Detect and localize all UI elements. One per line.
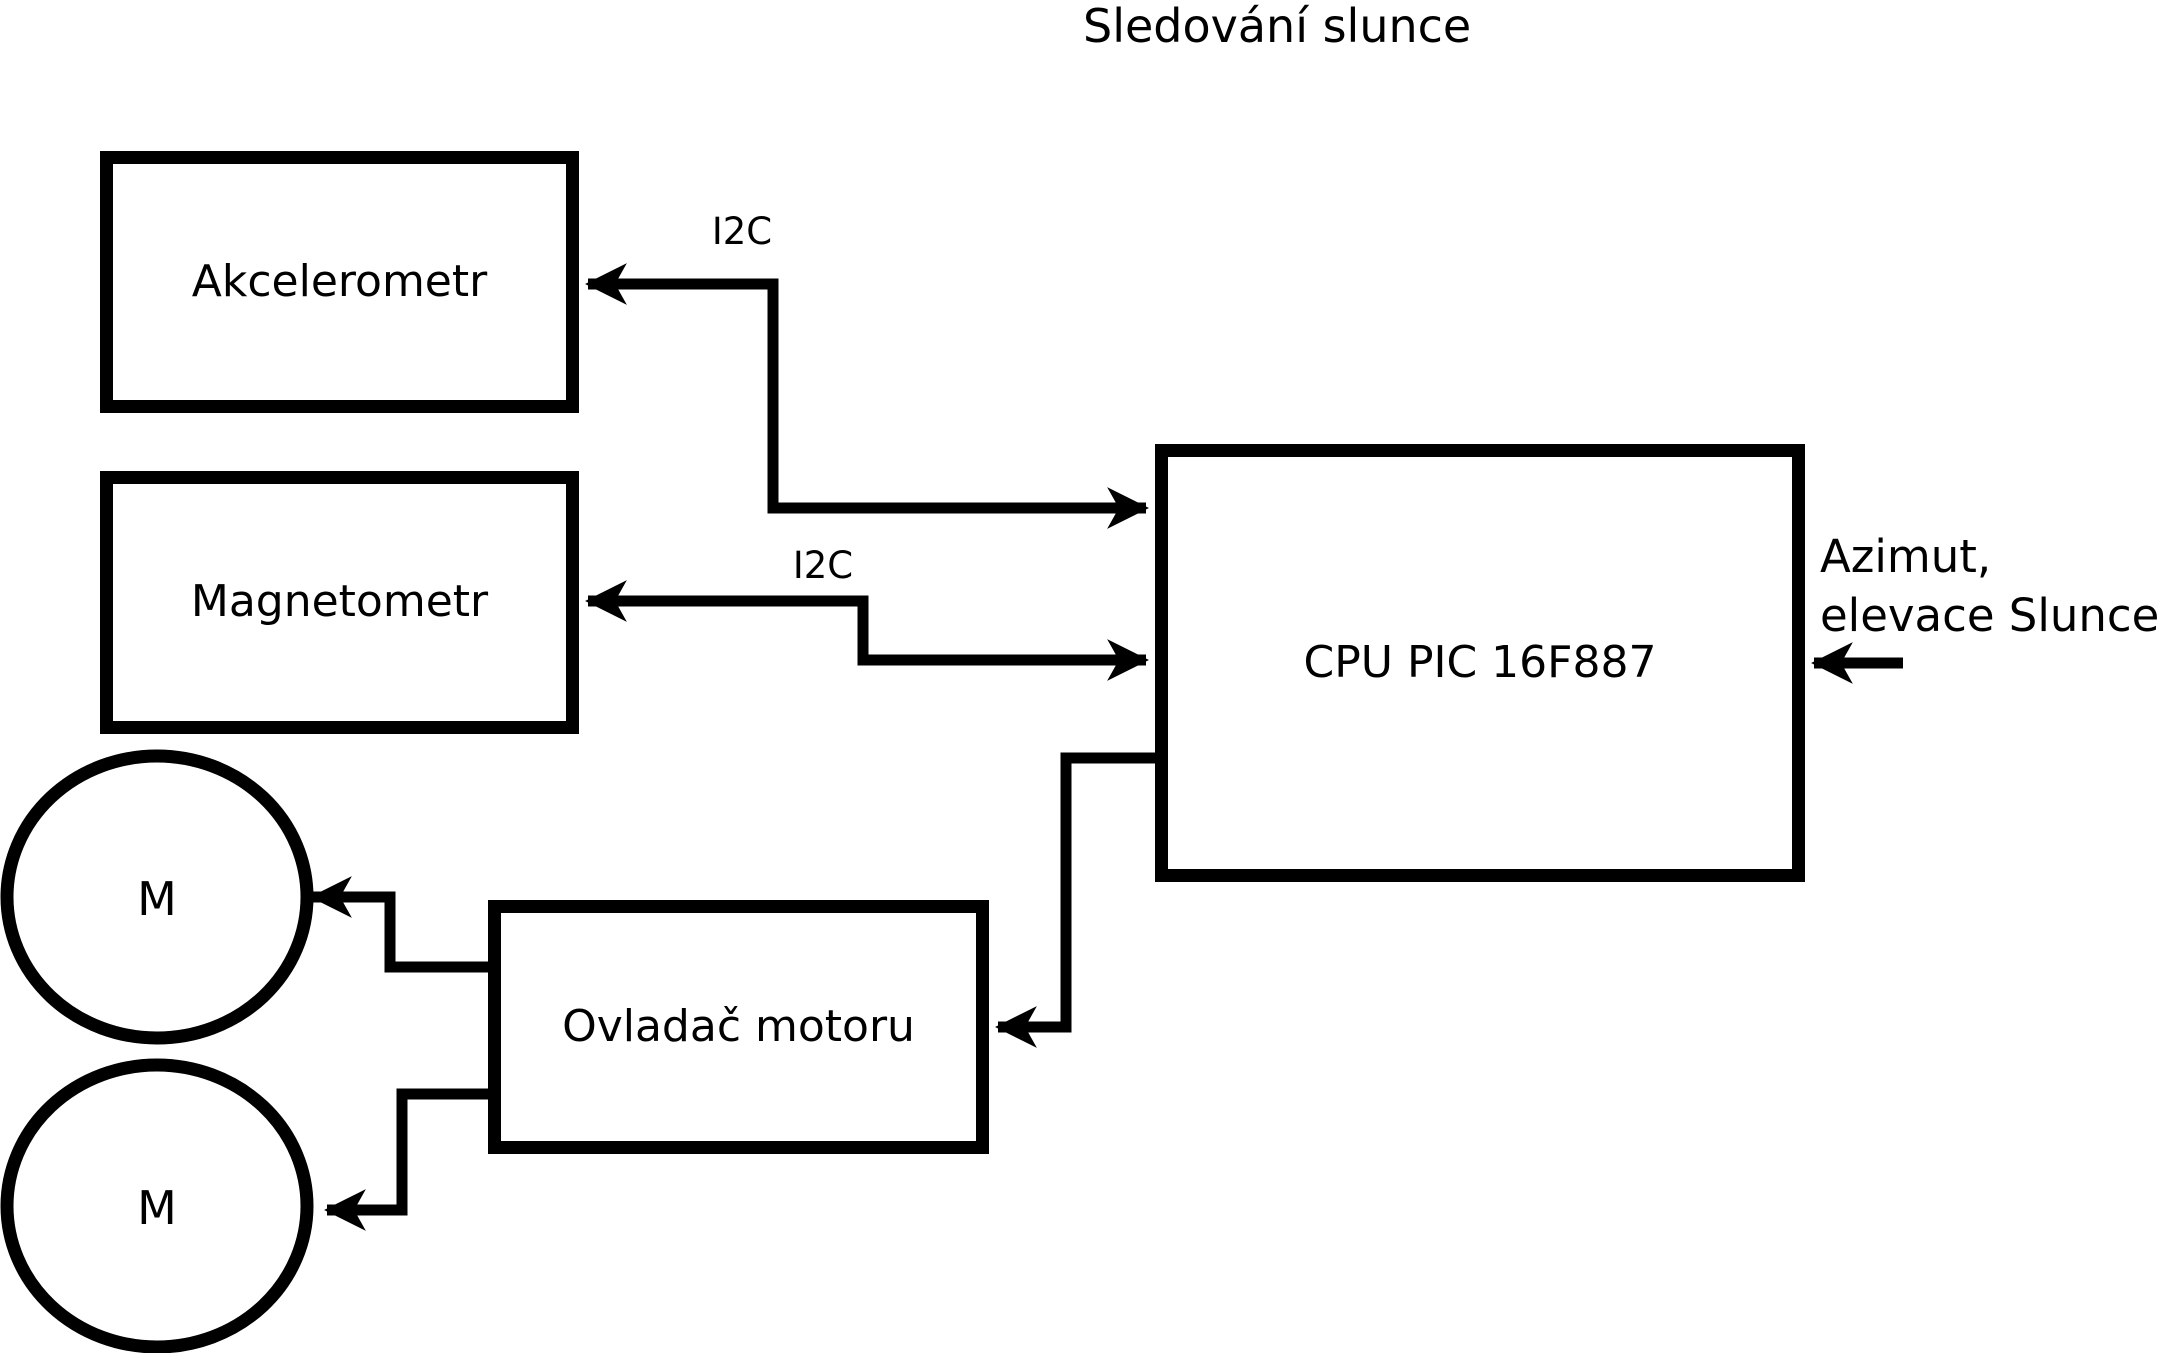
block-magnetometr-label: Magnetometr: [190, 576, 489, 628]
wire-cpu-to-controller: [995, 752, 1160, 1048]
block-cpu: CPU PIC 16F887: [1155, 444, 1805, 882]
azimut-elevace-label: Azimut, elevace Slunce: [1820, 530, 2160, 642]
page-title: Sledování slunce: [1083, 0, 1472, 53]
block-motor-controller: Ovladač motoru: [488, 900, 989, 1154]
block-cpu-label: CPU PIC 16F887: [1303, 636, 1657, 688]
i2c-label-magnetometr: I2C: [792, 544, 854, 587]
wire-i2c-magnetometr: [585, 580, 1149, 681]
motor1-circle: [0, 749, 314, 1045]
motor2-label: M: [137, 1181, 177, 1235]
wire-i2c-akcelerometr: [585, 263, 1149, 529]
motor1-label: M: [137, 872, 177, 926]
block-akcelerometr: Akcelerometr: [100, 151, 579, 413]
wire-controller-to-motor2: [324, 1088, 492, 1231]
block-akcelerometr-label: Akcelerometr: [191, 255, 488, 307]
i2c-label-akcelerometr: I2C: [711, 210, 773, 253]
block-motor-controller-label: Ovladač motoru: [562, 1000, 915, 1052]
motor2-circle: [0, 1058, 314, 1353]
wire-controller-to-motor1: [310, 876, 492, 973]
block-magnetometr: Magnetometr: [100, 471, 579, 734]
